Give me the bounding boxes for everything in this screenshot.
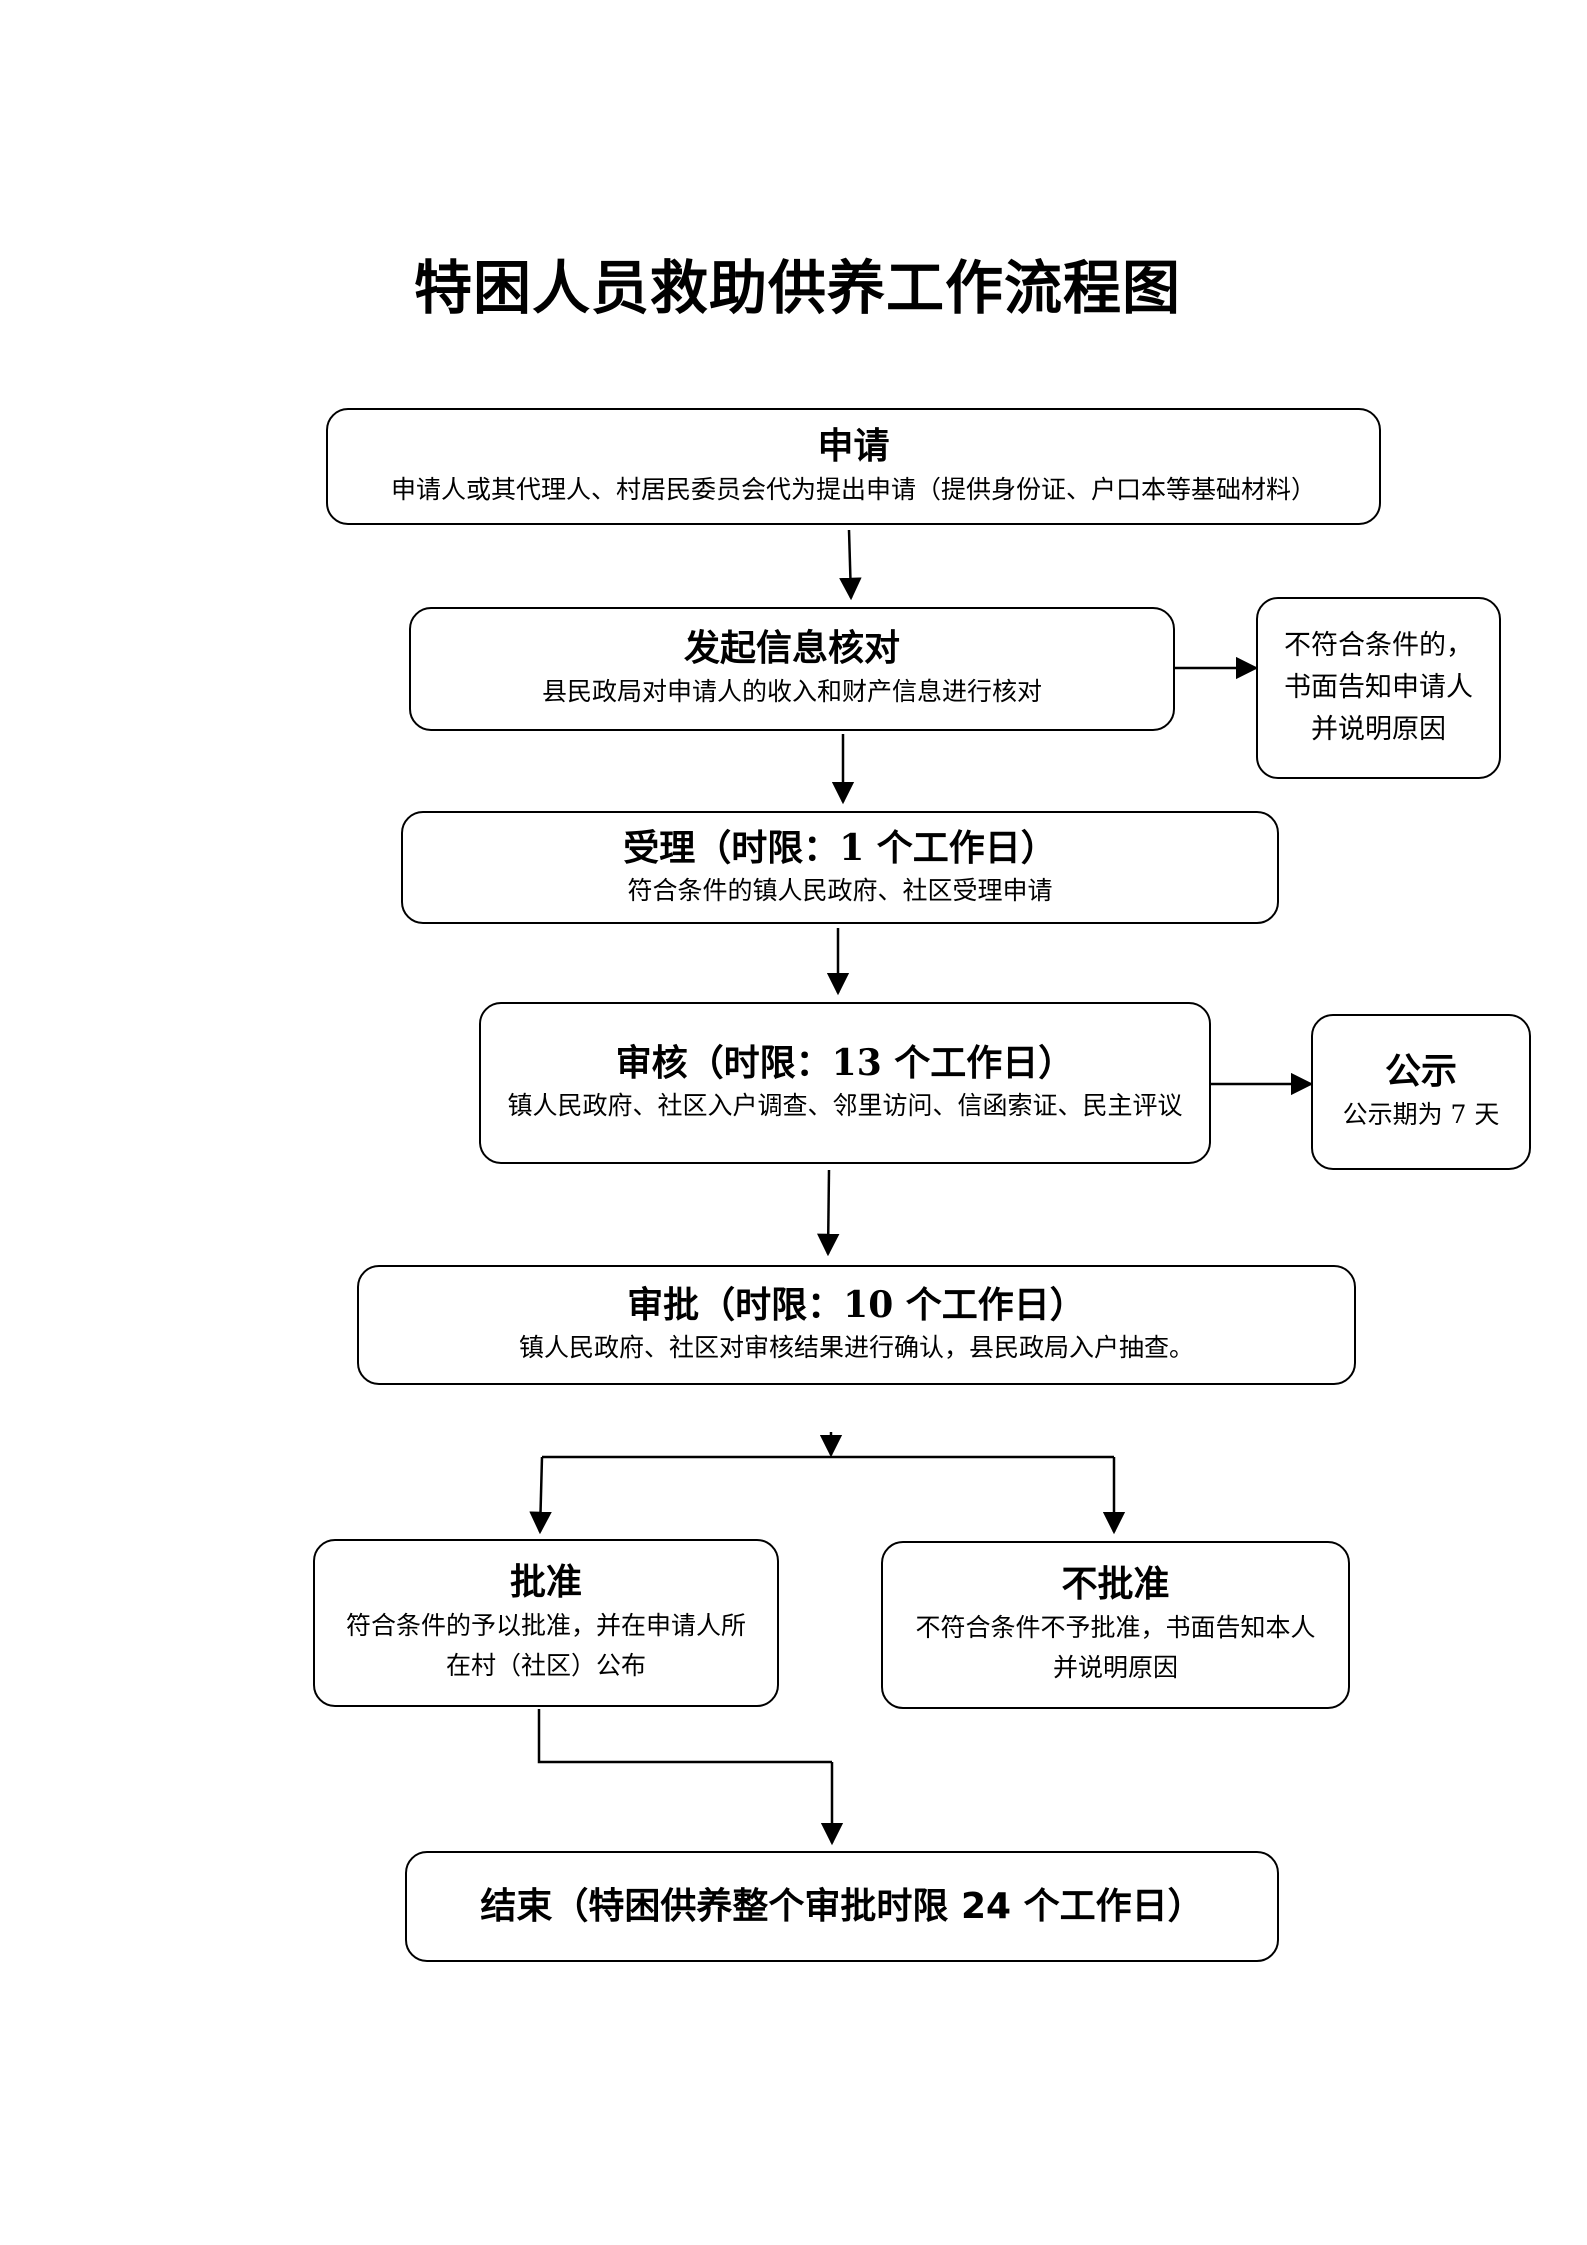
step-apply: 申请 申请人或其代理人、村居民委员会代为提出申请（提供身份证、户口本等基础材料） [326, 408, 1381, 525]
step-publicity-head: 公示 [1384, 1051, 1457, 1092]
step-reject-notice: 不符合条件的，书面告知申请人并说明原因 [1256, 597, 1501, 779]
step-accept: 受理（时限：1 个工作日） 符合条件的镇人民政府、社区受理申请 [401, 811, 1279, 924]
step-approve-stage: 审批（时限：10 个工作日） 镇人民政府、社区对审核结果进行确认，县民政局入户抽… [357, 1265, 1356, 1385]
approved-to-end-line [537, 1709, 832, 1764]
step-review: 审核（时限：13 个工作日） 镇人民政府、社区入户调查、邻里访问、信函索证、民主… [479, 1002, 1211, 1164]
step-review-body: 镇人民政府、社区入户调查、邻里访问、信函索证、民主评议 [507, 1091, 1183, 1120]
arrow-split-to-approved [529, 1456, 552, 1535]
step-approved-head: 批准 [509, 1562, 582, 1603]
step-not-approved-body: 不符合条件不予批准，书面告知本人并说明原因 [915, 1613, 1316, 1682]
step-publicity-body: 公示期为 7 天 [1342, 1100, 1500, 1129]
step-approve-stage-body: 镇人民政府、社区对审核结果进行确认，县民政局入户抽查。 [518, 1333, 1194, 1362]
page-title-text: 特困人员救助供养工作流程图 [414, 254, 1182, 322]
step-reject-notice-body: 不符合条件的，书面告知申请人并说明原因 [1284, 630, 1473, 745]
step-review-head: 审核（时限：13 个工作日） [615, 1042, 1075, 1084]
step-accept-head: 受理（时限：1 个工作日） [623, 826, 1057, 869]
step-approve-stage-head: 审批（时限：10 个工作日） [627, 1284, 1086, 1326]
step-end: 结束（特困供养整个审批时限 24 个工作日） [405, 1851, 1279, 1962]
step-publicity: 公示 公示期为 7 天 [1311, 1014, 1531, 1170]
step-end-head: 结束（特困供养整个审批时限 24 个工作日） [480, 1885, 1204, 1927]
step-not-approved-head: 不批准 [1061, 1564, 1170, 1605]
step-verify: 发起信息核对 县民政局对申请人的收入和财产信息进行核对 [409, 607, 1175, 731]
step-accept-body: 符合条件的镇人民政府、社区受理申请 [627, 875, 1053, 905]
step-approved: 批准 符合条件的予以批准，并在申请人所在村（社区）公布 [313, 1539, 779, 1707]
step-verify-head: 发起信息核对 [683, 628, 900, 669]
step-verify-body: 县民政局对申请人的收入和财产信息进行核对 [541, 677, 1042, 706]
step-approved-body: 符合条件的予以批准，并在申请人所在村（社区）公布 [345, 1611, 746, 1680]
arrow-review-to-approve-stage [816, 1169, 840, 1257]
arrow-apply-to-verify [839, 529, 862, 601]
step-apply-head: 申请 [817, 425, 890, 467]
step-not-approved: 不批准 不符合条件不予批准，书面告知本人并说明原因 [881, 1541, 1350, 1709]
step-apply-body: 申请人或其代理人、村居民委员会代为提出申请（提供身份证、户口本等基础材料） [390, 474, 1316, 504]
